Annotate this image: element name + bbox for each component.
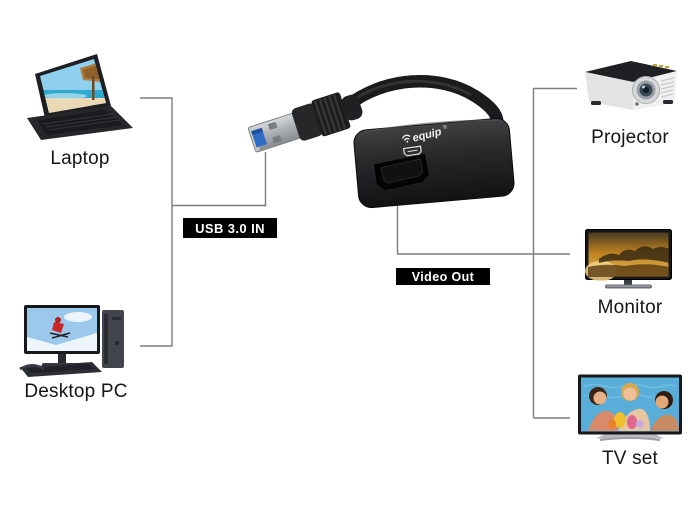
projector-label: Projector xyxy=(591,127,669,148)
adapter-photo: equip ® xyxy=(248,75,515,209)
tv-set-photo xyxy=(578,374,682,441)
trademark-symbol: ® xyxy=(442,123,448,131)
monitor-label: Monitor xyxy=(597,297,663,318)
line-laptop-desktop xyxy=(140,97,173,347)
hdmi-port-icon xyxy=(402,145,422,157)
tv-set-label: TV set xyxy=(601,448,659,469)
projector-lens xyxy=(632,76,660,104)
desktop-pc-photo xyxy=(19,305,124,377)
monitor-photo xyxy=(585,229,672,289)
adapter-body: equip ® xyxy=(353,117,515,209)
laptop-photo xyxy=(27,54,133,140)
skier-figure xyxy=(49,317,71,339)
laptop-label: Laptop xyxy=(50,148,110,169)
usb-plug xyxy=(248,92,363,153)
video-out-badge: Video Out xyxy=(396,268,490,285)
desktop-pc-label: Desktop PC xyxy=(24,381,128,402)
projector-photo xyxy=(585,61,677,110)
usb-in-badge: USB 3.0 IN xyxy=(183,218,277,238)
equip-wave-mark-icon xyxy=(401,134,411,143)
tv-people xyxy=(588,383,679,431)
